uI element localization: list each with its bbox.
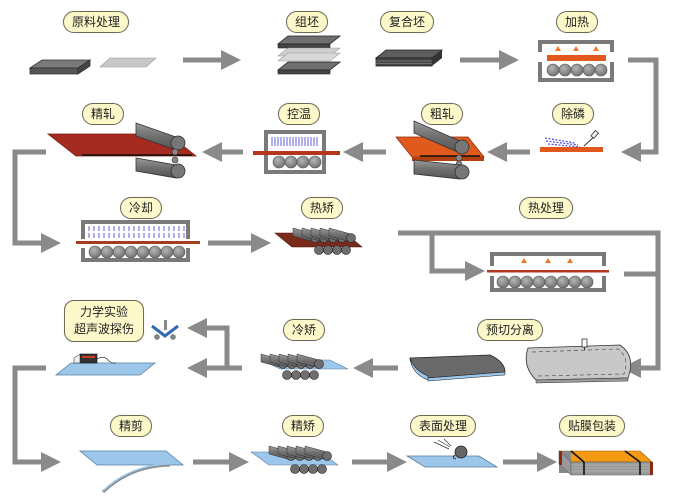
- cooling-roll: [100, 245, 114, 259]
- leveler-roll-end: [314, 245, 324, 255]
- flow-arrows: [12, 50, 661, 472]
- heat-treatment-roll: [568, 275, 582, 289]
- arrow-coldlevel-to-test: [187, 318, 242, 371]
- temperature-control-icon: [253, 130, 340, 174]
- leveler-roll-end: [282, 370, 292, 380]
- leveler-roll-end: [317, 464, 327, 474]
- precut-plate-icon: [525, 338, 632, 384]
- label-precut-separation: 预切分离: [477, 319, 544, 341]
- bend-test-icon: [151, 320, 179, 340]
- assemble-icon: [276, 35, 342, 75]
- label-assemble: 组坯: [286, 11, 329, 33]
- label-temperature-control: 控温: [278, 103, 321, 125]
- cold-leveling-icon: [260, 353, 349, 380]
- label-composite-slab: 复合坯: [380, 11, 435, 33]
- heat-treatment-furnace-icon: [487, 252, 609, 292]
- leveler-roll-end: [299, 464, 309, 474]
- cooling-roll: [88, 245, 102, 259]
- heat-treatment-roll: [508, 275, 522, 289]
- label-heat: 加热: [556, 11, 599, 33]
- raw-material-icon: [28, 57, 157, 75]
- label-descale: 除磷: [552, 103, 595, 125]
- composite-slab-icon: [374, 49, 444, 67]
- label-finish-rolling: 精轧: [82, 103, 125, 125]
- arrow-test-to-trim: [12, 365, 61, 472]
- label-trim: 精剪: [110, 415, 153, 437]
- leveler-roll-end: [332, 245, 342, 255]
- leveler-roll-end: [323, 245, 333, 255]
- label-hot-leveling: 热矫: [301, 197, 344, 219]
- heat-treatment-roll: [580, 275, 594, 289]
- cooling-roll: [136, 245, 150, 259]
- label-testing-line1: 力学实验: [80, 305, 129, 319]
- fine-leveling-icon: [250, 445, 339, 474]
- label-fine-leveling: 精矫: [282, 415, 325, 437]
- heat-treatment-roll: [532, 275, 546, 289]
- leveler-roll-end: [290, 464, 300, 474]
- film-packaging-icon: [558, 450, 653, 476]
- leveler-roll-end: [341, 245, 351, 255]
- leveler-roll-end: [346, 233, 356, 243]
- heat-treatment-roll: [544, 275, 558, 289]
- label-surface-treatment: 表面处理: [410, 415, 477, 437]
- descale-icon: [540, 129, 603, 152]
- leveler-roll-end: [300, 370, 310, 380]
- cooling-roll: [112, 245, 126, 259]
- label-raw-material: 原料处理: [63, 11, 130, 33]
- label-rough-rolling: 粗轧: [421, 103, 464, 125]
- leveler-roll-end: [291, 370, 301, 380]
- leveler-roll-end: [314, 359, 324, 369]
- separated-plate-icon: [409, 354, 506, 382]
- leveler-roll-end: [309, 370, 319, 380]
- surface-treatment-icon: [405, 438, 499, 468]
- cooling-roll: [160, 245, 174, 259]
- cooling-roll: [124, 245, 138, 259]
- arrow-heat-to-descale: [621, 57, 659, 162]
- trim-icon: [78, 450, 185, 494]
- leveler-roll-end: [308, 464, 318, 474]
- heat-treatment-roll: [520, 275, 534, 289]
- heating-furnace-icon: [538, 40, 614, 82]
- heat-treatment-roll: [556, 275, 570, 289]
- label-testing: 力学实验 超声波探伤: [64, 300, 145, 342]
- arrow-finish-to-cool: [12, 149, 61, 253]
- label-testing-line2: 超声波探伤: [74, 322, 135, 336]
- line-hotlevel-to-heattreat: [398, 230, 661, 378]
- cooling-roll: [172, 245, 186, 259]
- label-film-packaging: 贴膜包装: [559, 415, 626, 437]
- arrow-branch-to-heattreat: [429, 233, 485, 281]
- heat-treatment-roll: [496, 275, 510, 289]
- finish-rolling-icon: [46, 122, 198, 179]
- label-cold-leveling: 冷矫: [283, 319, 326, 341]
- leveler-roll-end: [322, 451, 332, 461]
- ultrasonic-test-icon: [54, 353, 157, 376]
- rough-rolling-icon: [395, 120, 485, 180]
- label-heat-treatment: 热处理: [519, 197, 574, 219]
- label-cooling: 冷却: [120, 197, 163, 219]
- hot-leveling-icon: [274, 227, 363, 255]
- cooling-roll: [148, 245, 162, 259]
- cooling-icon: [76, 220, 200, 262]
